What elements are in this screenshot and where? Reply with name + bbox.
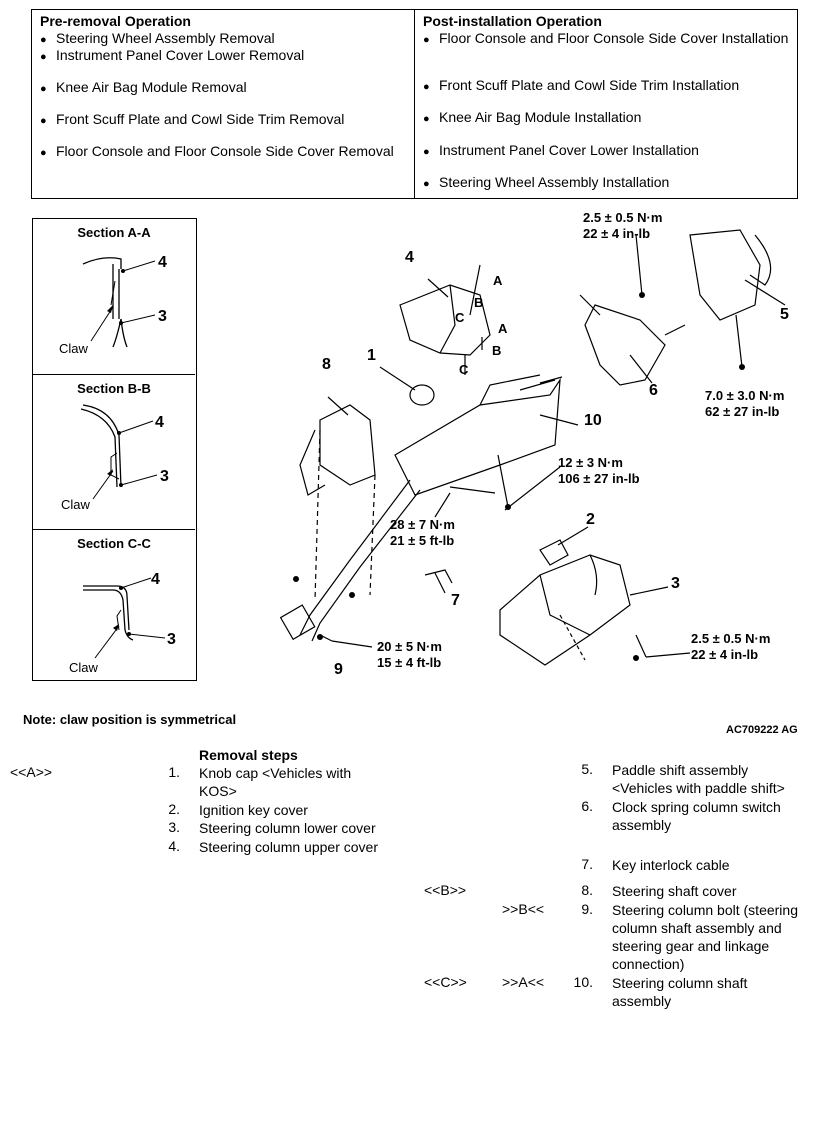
section-mark-a: A xyxy=(493,273,503,288)
service-point-code: <<A>> xyxy=(10,764,53,780)
pre-removal-item: ●Instrument Panel Cover Lower Removal xyxy=(40,47,305,63)
diagram-drawing xyxy=(279,229,786,666)
pre-removal-item: ●Floor Console and Floor Console Side Co… xyxy=(40,143,394,159)
section-mark-c: C xyxy=(455,310,465,325)
callout-8: 8 xyxy=(322,356,331,373)
step-number: 3. xyxy=(168,819,180,835)
step-number: 7. xyxy=(581,856,593,872)
section-label-upper: 4 xyxy=(155,414,164,431)
section-label-lower: 3 xyxy=(167,631,176,648)
post-installation-title: Post-installation Operation xyxy=(423,13,602,29)
section-mark-c: C xyxy=(459,362,469,377)
claw-label: Claw xyxy=(69,660,99,675)
section-b-b-drawing: 4 3 Claw xyxy=(61,404,169,512)
step-text: Key interlock cable xyxy=(612,857,730,873)
callout-7: 7 xyxy=(451,592,460,609)
service-point-code: <<B>> xyxy=(424,882,467,898)
step-number: 4. xyxy=(168,838,180,854)
pre-removal-title: Pre-removal Operation xyxy=(40,13,191,29)
step-number: 6. xyxy=(581,798,593,814)
callout-10: 10 xyxy=(584,412,602,429)
operation-table: Pre-removal Operation ●Steering Wheel As… xyxy=(31,9,798,199)
step-text: Paddle shift assembly<Vehicles with padd… xyxy=(612,762,785,796)
step-text: Ignition key cover xyxy=(199,802,308,818)
callout-5: 5 xyxy=(780,306,789,323)
post-installation-item: ●Steering Wheel Assembly Installation xyxy=(423,174,670,190)
step-number: 9. xyxy=(581,901,593,917)
section-mark-b: B xyxy=(474,295,484,310)
step-text: Steering column upper cover xyxy=(199,839,378,855)
callout-9: 9 xyxy=(334,661,343,678)
service-point-code: >>A<< xyxy=(502,974,545,990)
section-label-upper: 4 xyxy=(158,254,167,271)
section-title: Section B-B xyxy=(77,381,151,396)
callout-1: 1 xyxy=(367,347,376,364)
callout-2: 2 xyxy=(586,511,595,528)
callout-6: 6 xyxy=(649,382,658,399)
removal-steps-title: Removal steps xyxy=(199,747,298,763)
pre-removal-item: ●Steering Wheel Assembly Removal xyxy=(40,30,275,46)
section-a-a: Section A-A 4 3 Claw xyxy=(33,219,195,372)
pre-removal-column: Pre-removal Operation ●Steering Wheel As… xyxy=(32,10,414,198)
post-installation-item: ●Floor Console and Floor Console Side Co… xyxy=(423,30,789,46)
claw-label: Claw xyxy=(59,341,89,356)
section-label-lower: 3 xyxy=(158,308,167,325)
step-number: 1. xyxy=(168,764,180,780)
section-c-c: Section C-C 4 3 Claw xyxy=(33,529,195,683)
section-label-upper: 4 xyxy=(151,571,160,588)
figure-id: AC709222 AG xyxy=(726,724,798,736)
section-a-a-drawing: 4 3 Claw xyxy=(59,254,167,356)
service-point-code: >>B<< xyxy=(502,901,545,917)
step-number: 8. xyxy=(581,882,593,898)
step-number: 2. xyxy=(168,801,180,817)
claw-label: Claw xyxy=(61,497,91,512)
step-number: 10. xyxy=(573,974,593,990)
section-mark-a: A xyxy=(498,321,508,336)
section-panels: Section A-A 4 3 Claw Section B-B xyxy=(32,218,197,681)
callout-3: 3 xyxy=(671,575,680,592)
post-installation-column: Post-installation Operation ●Floor Conso… xyxy=(414,10,797,198)
section-title: Section C-C xyxy=(77,536,151,551)
step-text: Steering column lower cover xyxy=(199,820,376,836)
pre-removal-item: ●Front Scuff Plate and Cowl Side Trim Re… xyxy=(40,111,345,127)
section-mark-b: B xyxy=(492,343,502,358)
post-installation-item: ●Instrument Panel Cover Lower Installati… xyxy=(423,142,699,158)
section-label-lower: 3 xyxy=(160,468,169,485)
service-point-code: <<C>> xyxy=(424,974,467,990)
pre-removal-item: ●Knee Air Bag Module Removal xyxy=(40,79,247,95)
note: Note: claw position is symmetrical xyxy=(23,712,237,727)
exploded-diagram: 4 1 8 10 6 5 2 3 7 9 A A B B C C 2.5 ± 0… xyxy=(200,205,817,705)
section-c-c-drawing: 4 3 Claw xyxy=(69,571,176,675)
post-installation-item: ●Knee Air Bag Module Installation xyxy=(423,109,642,125)
section-title: Section A-A xyxy=(77,225,151,240)
callout-4: 4 xyxy=(405,249,414,266)
section-b-b: Section B-B 4 3 Claw xyxy=(33,374,195,528)
post-installation-item: ●Front Scuff Plate and Cowl Side Trim In… xyxy=(423,77,740,93)
step-number: 5. xyxy=(581,761,593,777)
step-text: Steering shaft cover xyxy=(612,883,737,899)
